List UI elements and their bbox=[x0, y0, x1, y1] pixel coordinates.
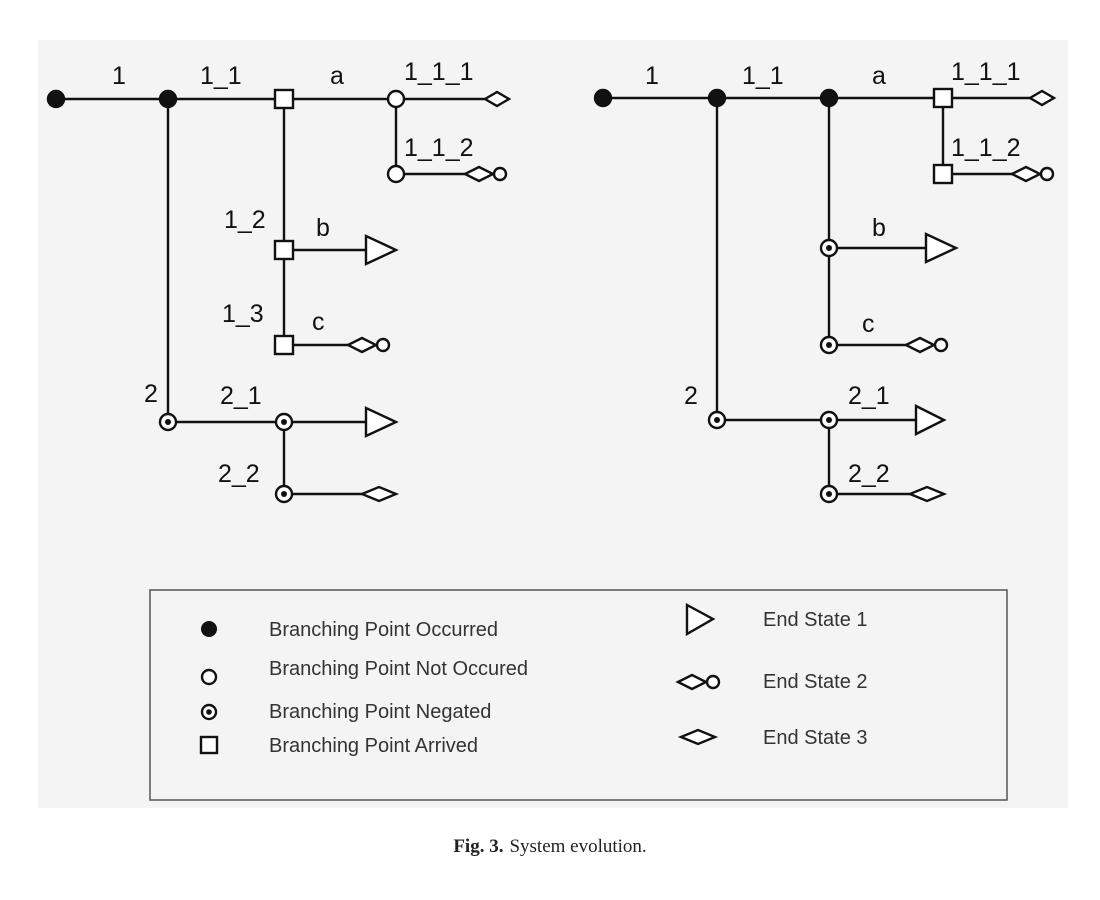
left-label-2: 2 bbox=[144, 380, 158, 408]
left-node-1-occurred bbox=[158, 89, 178, 109]
right-node-2-1-negated bbox=[819, 410, 839, 430]
end-state-3-diamond-icon bbox=[677, 728, 719, 746]
right-node-1-1-2-arrived bbox=[932, 163, 954, 185]
right-end-1-1-1-end-state-3 bbox=[1027, 89, 1057, 107]
right-node-1-occurred bbox=[707, 88, 727, 108]
right-label-2-1: 2_1 bbox=[848, 382, 890, 410]
arrived-symbol-icon bbox=[199, 735, 219, 755]
right-end-1-1-2-end-state-2 bbox=[1009, 165, 1055, 183]
legend-label-not-occurred: Branching Point Not Occured bbox=[269, 658, 528, 680]
right-label-a: a bbox=[872, 62, 886, 90]
left-label-a: a bbox=[330, 62, 344, 90]
left-end-c-end-state-2 bbox=[345, 336, 391, 354]
right-label-1-1-1: 1_1_1 bbox=[951, 58, 1021, 86]
legend-label-arrived: Branching Point Arrived bbox=[269, 735, 478, 757]
right-end-b-end-state-1 bbox=[924, 232, 959, 264]
right-node-2-negated bbox=[707, 410, 727, 430]
legend-item-end-state-3: End State 3 bbox=[677, 727, 868, 749]
left-end-2-1-end-state-1 bbox=[364, 406, 399, 438]
right-label-1-1: 1_1 bbox=[742, 62, 784, 90]
left-label-2-2: 2_2 bbox=[218, 460, 260, 488]
legend-item-end-state-2: End State 2 bbox=[675, 671, 868, 693]
left-node-2-2-negated bbox=[274, 484, 294, 504]
left-label-1-3: 1_3 bbox=[222, 300, 264, 328]
left-node-1-2-arrived bbox=[273, 239, 295, 261]
not-occurred-symbol-icon bbox=[200, 668, 218, 686]
right-node-root-occurred bbox=[593, 88, 613, 108]
end-state-2-diamond-circle-icon bbox=[675, 673, 721, 691]
left-label-1-1-1: 1_1_1 bbox=[404, 58, 474, 86]
left-label-1-1: 1_1 bbox=[200, 62, 242, 90]
left-node-1-1-arrived bbox=[273, 88, 295, 110]
legend-item-not-occurred: Branching Point Not Occured bbox=[200, 658, 528, 686]
left-label-b: b bbox=[316, 214, 330, 242]
legend-item-arrived: Branching Point Arrived bbox=[199, 735, 478, 757]
right-node-c-negated bbox=[819, 335, 839, 355]
right-label-2: 2 bbox=[684, 382, 698, 410]
left-end-2-2-end-state-3 bbox=[358, 485, 400, 503]
legend-label-end-state-2: End State 2 bbox=[763, 671, 868, 693]
right-label-1-1-2: 1_1_2 bbox=[951, 134, 1021, 162]
end-state-1-triangle-icon bbox=[685, 602, 716, 637]
right-end-2-2-end-state-3 bbox=[906, 485, 948, 503]
left-label-c: c bbox=[312, 308, 325, 336]
right-node-2-2-negated bbox=[819, 484, 839, 504]
occurred-symbol-icon bbox=[201, 621, 217, 637]
right-end-2-1-end-state-1 bbox=[914, 404, 947, 436]
left-label-2-1: 2_1 bbox=[220, 382, 262, 410]
legend-label-negated: Branching Point Negated bbox=[269, 701, 491, 723]
caption-prefix: Fig. 3. bbox=[453, 836, 504, 857]
left-label-1: 1 bbox=[112, 62, 126, 90]
left-node-2-1-negated bbox=[274, 412, 294, 432]
caption-text: System evolution. bbox=[509, 836, 647, 857]
legend-label-occurred: Branching Point Occurred bbox=[269, 619, 498, 641]
system-evolution-diagram: 1 1_1 a 1_1_1 1_1_2 1_2 b 1_3 c 2 2_1 2_… bbox=[46, 58, 1057, 801]
left-label-1-2: 1_2 bbox=[224, 206, 266, 234]
figure-area: 1 1_1 a 1_1_1 1_1_2 1_2 b 1_3 c 2 2_1 2_… bbox=[38, 40, 1068, 808]
negated-symbol-icon bbox=[200, 703, 218, 721]
left-node-1-3-arrived bbox=[273, 334, 295, 356]
legend: Branching Point Occurred Branching Point… bbox=[149, 589, 1008, 801]
left-tree: 1 1_1 a 1_1_1 1_1_2 1_2 b 1_3 c 2 2_1 2_… bbox=[46, 58, 512, 504]
left-label-1-1-2: 1_1_2 bbox=[404, 134, 474, 162]
legend-item-negated: Branching Point Negated bbox=[200, 701, 491, 723]
figure-caption: Fig. 3.System evolution. bbox=[0, 836, 1100, 858]
right-tree: 1 1_1 a 1_1_1 1_1_2 b c 2 2_1 2_2 bbox=[593, 58, 1057, 504]
right-node-1-1-occurred bbox=[819, 88, 839, 108]
left-node-a-not-occurred bbox=[386, 89, 406, 109]
left-end-1-1-1-end-state-3 bbox=[482, 90, 512, 108]
legend-box bbox=[149, 589, 1008, 801]
right-edges bbox=[603, 96, 1030, 496]
right-label-c: c bbox=[862, 310, 875, 338]
right-label-b: b bbox=[872, 214, 886, 242]
left-node-1-1-2-not-occurred bbox=[386, 164, 406, 184]
legend-item-occurred: Branching Point Occurred bbox=[201, 619, 498, 641]
right-label-1: 1 bbox=[645, 62, 659, 90]
left-end-b-end-state-1 bbox=[364, 234, 399, 266]
right-end-c-end-state-2 bbox=[903, 336, 949, 354]
right-node-a-arrived bbox=[932, 87, 954, 109]
left-end-1-1-2-end-state-2 bbox=[462, 165, 508, 183]
left-node-2-negated bbox=[158, 412, 178, 432]
legend-label-end-state-3: End State 3 bbox=[763, 727, 868, 749]
left-edges bbox=[56, 97, 485, 496]
legend-label-end-state-1: End State 1 bbox=[763, 609, 868, 631]
right-node-b-negated bbox=[819, 238, 839, 258]
right-label-2-2: 2_2 bbox=[848, 460, 890, 488]
left-node-root-occurred bbox=[46, 89, 66, 109]
legend-item-end-state-1: End State 1 bbox=[685, 602, 868, 637]
